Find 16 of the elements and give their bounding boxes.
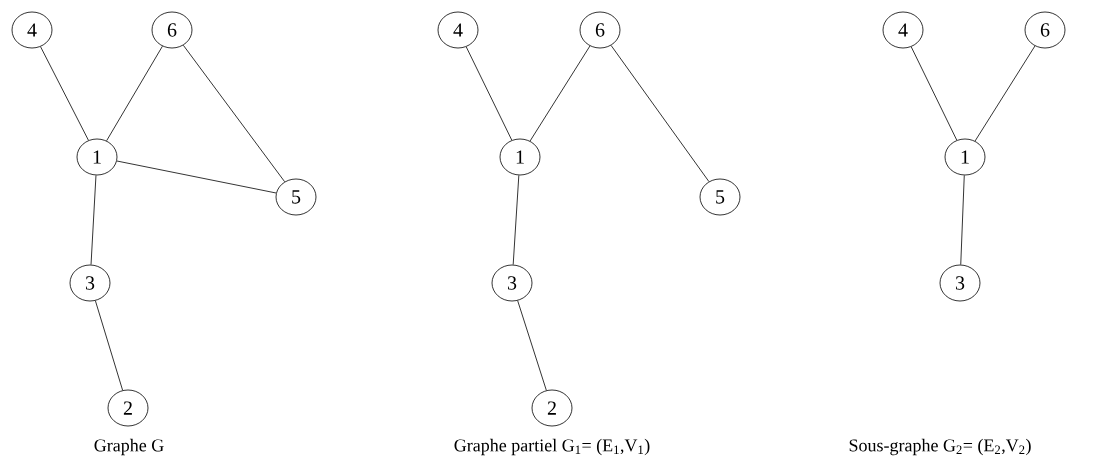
graph-edge — [910, 46, 958, 141]
graph-edge — [95, 300, 123, 391]
graph-caption: Graphe partiel G$_{1}$= (E$_{1}$,V$_{1}$) — [454, 438, 650, 456]
graph-edge — [116, 160, 277, 194]
graph-edge — [40, 46, 89, 141]
graph-edge — [517, 300, 547, 391]
graph-edge — [529, 45, 591, 142]
graph-edge — [960, 175, 965, 265]
graph-caption: Sous-graphe G$_{2}$= (E$_{2}$,V$_{2}$) — [849, 438, 1031, 456]
graph-edge — [182, 44, 286, 183]
graph-edge — [90, 175, 97, 266]
graph-edge — [512, 174, 520, 266]
graph-edge — [610, 45, 710, 182]
graph-edge — [465, 46, 513, 141]
graph-edge — [974, 45, 1036, 142]
graph-edge — [106, 45, 163, 142]
